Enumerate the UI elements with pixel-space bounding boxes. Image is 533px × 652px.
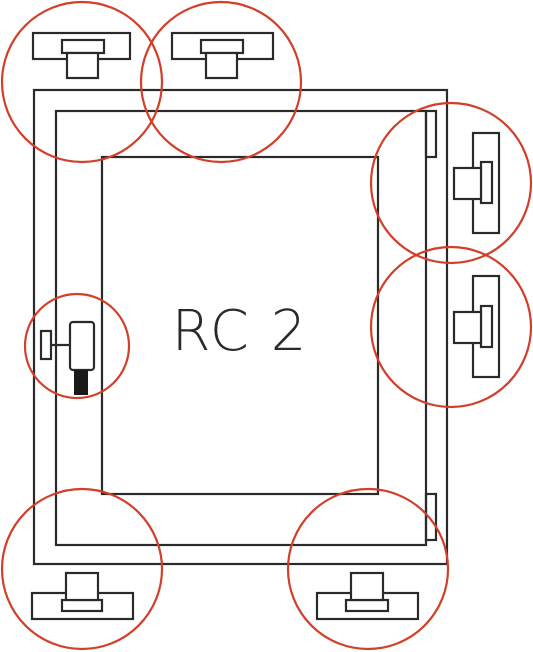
highlight-circle-top-left <box>0 0 164 164</box>
highlight-circle-right-upper <box>369 101 533 265</box>
outer-frame <box>32 88 449 566</box>
highlight-circle-handle <box>23 292 131 400</box>
locking-cam-right-upper <box>452 131 501 235</box>
locking-cam-bottom-left <box>30 571 135 621</box>
lockable-handle <box>39 320 96 395</box>
locking-cam-bottom-right <box>315 571 420 621</box>
sash-frame <box>54 109 428 547</box>
locking-cam-right-middle <box>452 274 501 379</box>
locking-cam-top-center <box>170 31 275 80</box>
glass-pane <box>100 155 380 496</box>
highlight-circle-top-center <box>139 0 303 164</box>
highlight-circle-bottom-right <box>286 487 450 651</box>
highlight-circle-right-middle <box>369 245 533 409</box>
window-frame <box>32 88 449 566</box>
hinge-top <box>424 109 438 159</box>
resistance-class-label: RC 2 <box>172 299 309 364</box>
hinge-bottom <box>424 492 438 542</box>
locking-cam-top-left <box>31 31 132 80</box>
highlight-circle-bottom-left <box>0 487 164 651</box>
